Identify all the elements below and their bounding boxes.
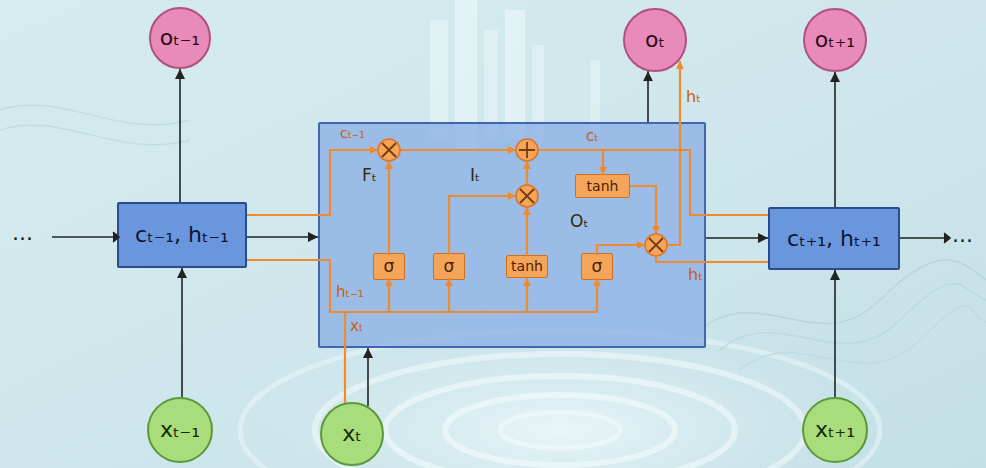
cell-tanh-wire <box>630 186 656 234</box>
add-symbol <box>516 139 538 161</box>
node-label: oₜ <box>645 27 665 52</box>
decor-wave <box>740 305 986 370</box>
flow-arrow <box>706 237 768 239</box>
multiply-sign <box>382 143 396 157</box>
activation-box: tanh <box>506 255 549 278</box>
decor-ring <box>500 412 620 448</box>
node-label: xₜ <box>342 421 362 446</box>
forget-gate-wire <box>388 161 390 255</box>
cell-state-wire <box>400 149 516 151</box>
flow-arrow <box>181 268 183 397</box>
decor-ring <box>240 330 880 468</box>
decor-wave <box>700 260 986 330</box>
state-box: cₜ₋₁, hₜ₋₁ <box>117 202 247 268</box>
gate-label: Fₜ <box>362 166 377 186</box>
signal-label: hₜ₋₁ <box>336 284 364 301</box>
gate-label: Iₜ <box>470 166 480 186</box>
node-label: tanh <box>587 178 619 194</box>
continuation-dots: ... <box>952 222 973 247</box>
state-box: cₜ₊₁, hₜ₊₁ <box>768 207 900 270</box>
input-gate-wire <box>449 196 516 255</box>
decor-bar <box>505 10 525 140</box>
gate-input-wire <box>596 278 598 312</box>
sequence-arrow <box>900 237 946 239</box>
hidden-state-wire <box>247 260 597 312</box>
gate-input-wire <box>526 278 528 312</box>
flow-arrow <box>367 348 369 406</box>
node-label: σ <box>592 257 603 277</box>
signal-label: hₜ <box>686 88 701 106</box>
decor-ring <box>315 354 805 468</box>
signal-label: cₜ₋₁ <box>340 125 365 141</box>
flow-arrow <box>834 270 836 397</box>
input-wire <box>344 312 346 403</box>
hidden-output-wire <box>667 61 680 245</box>
update-wire <box>526 161 528 185</box>
sequence-arrowhead <box>113 232 119 242</box>
node-label: σ <box>384 257 395 277</box>
activation-box: tanh <box>575 174 630 197</box>
multiply-symbol <box>645 234 667 256</box>
input-circle: xₜ <box>320 402 384 466</box>
candidate-wire <box>526 207 528 255</box>
signal-label: hₜ <box>688 266 703 284</box>
input-circle: xₜ₋₁ <box>147 397 213 463</box>
sequence-arrow <box>52 236 113 238</box>
cell-state-wire <box>538 150 768 215</box>
output-gate-wire <box>597 245 645 255</box>
signal-label: cₜ <box>586 128 599 145</box>
flow-arrow <box>834 72 836 207</box>
multiply-symbol <box>516 185 538 207</box>
signal-label: xₜ <box>350 318 363 335</box>
node-label: oₜ₊₁ <box>815 27 855 52</box>
gate-label: Oₜ <box>570 212 588 232</box>
flow-arrow <box>647 71 649 122</box>
multiply-symbol <box>378 139 400 161</box>
node-label: cₜ₊₁, hₜ₊₁ <box>787 226 881 251</box>
gate-box: σ <box>373 253 405 280</box>
gate-box: σ <box>581 253 613 280</box>
decor-wave <box>0 125 190 145</box>
node-label: σ <box>444 257 455 277</box>
add-sign <box>519 142 535 158</box>
output-circle: oₜ <box>623 8 687 72</box>
multiply-sign <box>520 189 534 203</box>
node-label: oₜ₋₁ <box>160 25 200 50</box>
hidden-output-wire <box>656 256 768 262</box>
decor-bar <box>590 60 600 130</box>
node-label: xₜ₋₁ <box>160 417 200 442</box>
input-circle: xₜ₊₁ <box>802 397 868 463</box>
gate-input-wire <box>388 278 390 312</box>
output-circle: oₜ₋₁ <box>149 7 211 69</box>
gate-box: σ <box>433 253 465 280</box>
decor-ring <box>445 395 675 465</box>
node-label: cₜ₋₁, hₜ₋₁ <box>135 222 229 247</box>
decor-ring <box>385 376 735 468</box>
flow-arrow <box>179 69 181 202</box>
lstm-cell: tanh σ σ tanh σ <box>318 122 706 348</box>
decor-wave <box>0 105 190 125</box>
flow-arrow <box>247 236 318 238</box>
output-circle: oₜ₊₁ <box>803 8 867 72</box>
cell-state-wire <box>247 150 378 215</box>
sequence-arrowhead <box>944 233 950 243</box>
multiply-sign <box>649 238 663 252</box>
node-label: xₜ₊₁ <box>815 417 855 442</box>
continuation-dots: ... <box>12 220 33 245</box>
gate-input-wire <box>448 278 450 312</box>
node-label: tanh <box>511 258 543 274</box>
cell-state-wire <box>602 150 604 175</box>
